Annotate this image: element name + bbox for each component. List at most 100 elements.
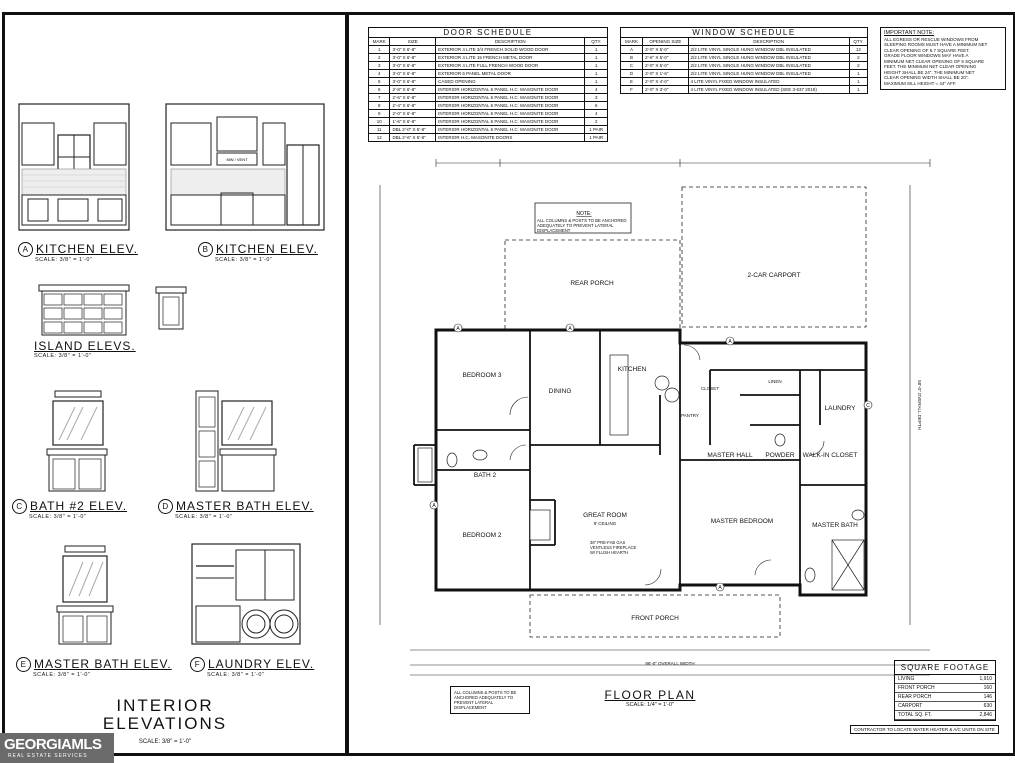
square-footage-label: FRONT PORCH xyxy=(898,685,935,691)
window-header-qty: QTY. xyxy=(848,37,869,46)
room-front-porch: FRONT PORCH xyxy=(631,615,679,622)
door-header-size: SIZE xyxy=(389,37,437,46)
elevation-marker-c: C xyxy=(12,499,27,515)
kitchen-elevation-a-drawing xyxy=(18,103,130,231)
door-schedule-cell: INTERIOR H.C. MASONITE DOORS xyxy=(435,133,586,142)
master-bath-elevation-e-drawing xyxy=(56,545,114,645)
window-header-mark: MARK xyxy=(619,37,644,46)
room-bedroom-3: BEDROOM 3 xyxy=(462,372,501,379)
elevation-f-scale: SCALE: 3/8" = 1'-0" xyxy=(207,672,265,679)
window-schedule-cell: 2/2 LITE VINYL SINGLE HUNG WINDOW DBL IN… xyxy=(687,45,850,54)
door-schedule-cell: 4 xyxy=(584,109,608,118)
elevation-a-scale: SCALE: 3/8" = 1'-0" xyxy=(35,257,93,264)
door-schedule-cell: 2 xyxy=(367,53,391,62)
door-schedule-title: DOOR SCHEDULE xyxy=(368,27,608,38)
room-pantry: PANTRY xyxy=(681,413,699,418)
door-schedule-cell: 1 xyxy=(584,69,608,78)
square-footage-label: CARPORT xyxy=(898,703,923,709)
room-great-room: GREAT ROOM xyxy=(583,512,627,519)
elevation-b-scale: SCALE: 3/8" = 1'-0" xyxy=(215,257,273,264)
door-schedule-cell: 1 xyxy=(584,77,608,86)
kitchen-elevation-b-drawing: MW / VENT xyxy=(165,103,325,231)
door-schedule-cell: 3'-0" X 6'-8" xyxy=(389,69,437,78)
elevation-marker-f: F xyxy=(190,657,205,673)
window-schedule-cell: 2 xyxy=(848,61,869,70)
floor-plan-scale: SCALE: 1/4" = 1'-0" xyxy=(626,702,674,708)
room-walk-in-closet: WALK-IN CLOSET xyxy=(803,452,858,459)
door-schedule-cell: 2'-4" X 6'-8" xyxy=(389,101,437,110)
door-schedule-cell: DBL 2'-0" X 6'-8" xyxy=(389,125,437,134)
square-footage-value: 146 xyxy=(983,694,992,700)
door-schedule-cell: 5 xyxy=(367,77,391,86)
room-closet: CLOSET xyxy=(701,386,719,391)
window-schedule-cell: A xyxy=(619,45,644,54)
important-note-line: GRADE FLOOR WINDOWS MAY HAVE A xyxy=(884,53,969,58)
great-room-ceiling: 9' CEILING xyxy=(594,521,617,526)
window-schedule-cell: E xyxy=(619,77,644,86)
room-dining: DINING xyxy=(549,388,572,395)
window-schedule-cell: 2'-6" X 5'-0" xyxy=(642,53,689,62)
watermark-subtitle: REAL ESTATE SERVICES xyxy=(8,753,88,759)
door-header-description: DESCRIPTION xyxy=(435,37,586,46)
bath-2-elevation-drawing xyxy=(46,390,108,492)
island-elevation-scale: SCALE: 3/8" = 1'-0" xyxy=(34,353,92,359)
window-schedule-cell: B xyxy=(619,53,644,62)
room-linen: LINEN xyxy=(768,379,781,384)
room-master-hall: MASTER HALL xyxy=(707,452,753,459)
plan-note-text: ALL COLUMNS & POSTS TO BE ANCHORED ADEQU… xyxy=(537,218,627,233)
island-elevation-title: ISLAND ELEVS. xyxy=(34,339,136,353)
door-schedule-cell: EXTERIOR 4 LITE FULL FRENCH WOOD DOOR xyxy=(435,61,586,70)
window-schedule-cell: 4 LITE VINYL FIXED WINDOW INSULATED (SEE… xyxy=(687,85,850,94)
door-schedule-cell: EXTERIOR 6 PANEL METAL DOOR xyxy=(435,69,586,78)
island-elevation-drawing xyxy=(38,284,130,336)
window-schedule-cell: 2/2 LITE VINYL SINGLE HUNG WINDOW DBL IN… xyxy=(687,53,850,62)
elevation-c-scale: SCALE: 3/8" = 1'-0" xyxy=(29,514,87,521)
master-bath-elevation-d-drawing xyxy=(195,390,277,492)
door-schedule-cell: 11 xyxy=(367,125,391,134)
svg-text:MW / VENT: MW / VENT xyxy=(226,157,248,162)
door-schedule-cell: INTERIOR HORIZONTAL 6 PANEL H.C. MASONIT… xyxy=(435,85,586,94)
door-schedule-cell: 10 xyxy=(367,117,391,126)
square-footage-value: 160 xyxy=(983,685,992,691)
window-schedule-table: WINDOW SCHEDULE MARK OPENING SIZE DESCRI… xyxy=(619,27,869,94)
window-schedule-cell: 1 xyxy=(848,69,869,78)
window-schedule-cell: D xyxy=(619,69,644,78)
window-schedule-cell: 1 xyxy=(848,85,869,94)
window-schedule-cell: 2'-0" X 5'-0" xyxy=(642,61,689,70)
elevation-marker-b: B xyxy=(198,242,213,258)
interior-title-line2: ELEVATIONS xyxy=(102,714,228,733)
door-schedule-cell: EXTERIOR 4 LITE 15 FRENCH METAL DOOR xyxy=(435,53,586,62)
door-schedule-cell: 1 xyxy=(367,45,391,54)
door-schedule-cell: 2'-6" X 6'-8" xyxy=(389,93,437,102)
room-master-bath: MASTER BATH xyxy=(812,522,858,529)
floor-plan-panel xyxy=(346,12,1015,756)
important-note-line: FEET. THE MINIMUM NET CLEAR OPENING xyxy=(884,64,977,69)
important-note-line: CLEAR OPENING OF 5.7 SQUARE FEET. xyxy=(884,47,970,53)
watermark-brand: GEORGIAMLS xyxy=(4,736,102,753)
door-schedule-cell: INTERIOR HORIZONTAL 6 PANEL H.C. MASONIT… xyxy=(435,117,586,126)
elevation-e-title: MASTER BATH ELEV. xyxy=(34,657,172,671)
door-header-qty: QTY. xyxy=(584,37,608,46)
door-schedule-cell: DBL 2'-6" X 6'-8" xyxy=(389,133,437,142)
room-rear-porch: REAR PORCH xyxy=(570,280,614,287)
svg-text:C: C xyxy=(866,403,870,409)
square-footage-label: LIVING xyxy=(898,676,915,682)
interior-title-line1: INTERIOR xyxy=(116,696,214,715)
door-schedule-cell: EXTERIOR 4 LITE 3/4 FRENCH SOLID WOOD DO… xyxy=(435,45,586,54)
window-schedule-cell: 2'-0" X 3'-0" xyxy=(642,85,689,94)
door-schedule-cell: 12 xyxy=(367,133,391,142)
